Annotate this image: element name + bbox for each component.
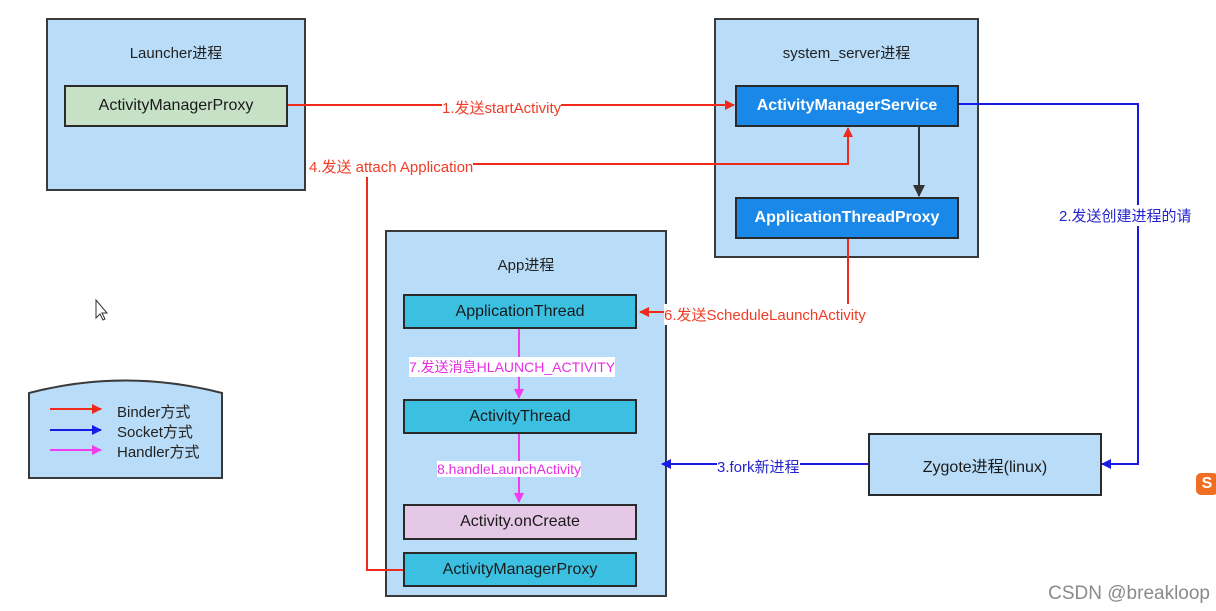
legend-panel	[28, 379, 223, 479]
activity-thread: ActivityThread	[403, 399, 637, 434]
step-7-label: 7.发送消息HLAUNCH_ACTIVITY	[409, 357, 616, 377]
legend-socket-label: Socket方式	[117, 424, 193, 441]
step-4-label: 4.发送 attach Application	[309, 156, 474, 177]
step-2-label: 2.发送创建进程的请	[1059, 205, 1192, 226]
step-8-label: 8.handleLaunchActivity	[437, 461, 581, 477]
legend-handler-label: Handler方式	[117, 444, 200, 461]
app-activity-manager-proxy: ActivityManagerProxy	[403, 552, 637, 587]
application-thread: ApplicationThread	[403, 294, 637, 329]
edge-schedule-launch	[639, 238, 849, 317]
activity-manager-service: ActivityManagerService	[735, 85, 959, 127]
zygote-process: Zygote进程(linux)	[868, 433, 1102, 496]
step-6-label: 6.发送ScheduleLaunchActivity	[664, 304, 866, 325]
system-server-process-title: system_server进程	[782, 45, 911, 62]
launcher-activity-manager-proxy: ActivityManagerProxy	[64, 85, 288, 127]
watermark: CSDN @breakloop	[1048, 583, 1210, 604]
activity-oncreate: Activity.onCreate	[403, 504, 637, 540]
legend-binder-label: Binder方式	[117, 404, 191, 421]
application-thread-proxy: ApplicationThreadProxy	[735, 197, 959, 239]
step-3-label: 3.fork新进程	[717, 456, 800, 477]
app-process-title: App进程	[497, 257, 555, 274]
sogou-logo-icon: S	[1196, 473, 1216, 495]
mouse-cursor-icon	[95, 298, 109, 321]
launcher-process-title: Launcher进程	[129, 45, 223, 62]
edge-create-process	[958, 103, 1139, 469]
step-1-label: 1.发送startActivity	[442, 97, 562, 118]
